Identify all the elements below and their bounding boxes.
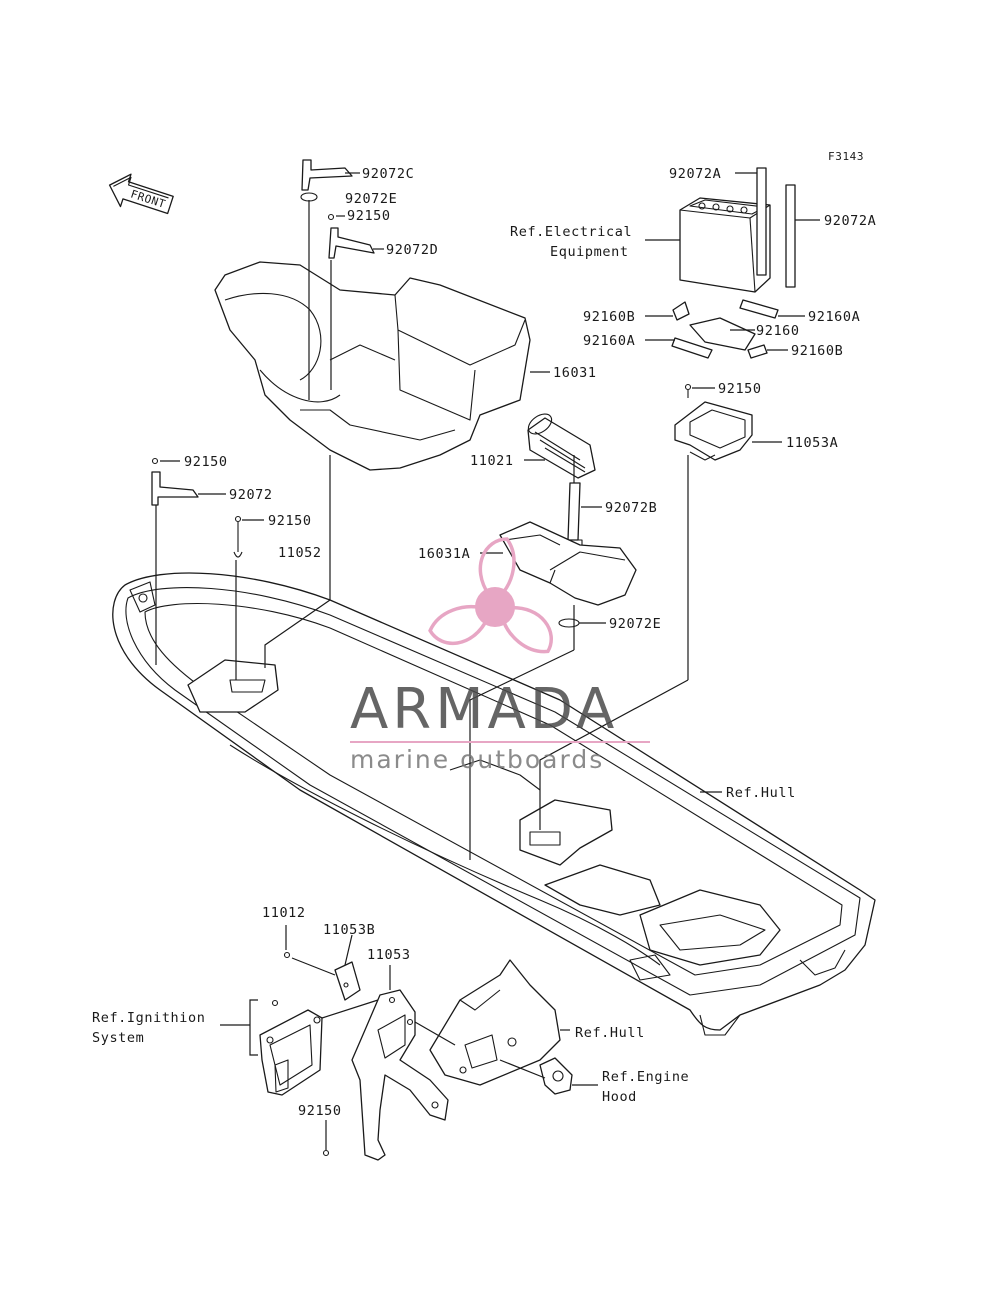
ignition-box xyxy=(259,999,323,1096)
label-92150-left: 92150 xyxy=(184,454,228,470)
bracket-11053B xyxy=(283,951,361,1001)
label-ref-ignition: Ref.Ignithion xyxy=(92,1010,205,1026)
battery xyxy=(679,197,771,293)
watermark-brand: ARMADA xyxy=(350,677,618,742)
label-11012: 11012 xyxy=(262,905,306,921)
hood-latch xyxy=(539,1057,573,1095)
label-11053: 11053 xyxy=(367,947,411,963)
label-ref-electrical: Ref.Electrical xyxy=(510,224,632,240)
label-hood: Hood xyxy=(602,1089,637,1105)
label-92072E-top: 92072E xyxy=(345,191,397,207)
propeller-logo-icon xyxy=(428,537,553,654)
label-92072D: 92072D xyxy=(386,242,438,258)
label-11052: 11052 xyxy=(278,545,322,561)
battery-tray-11053A xyxy=(674,401,753,461)
label-ref-hull-1: Ref.Hull xyxy=(726,785,796,801)
watermark: ARMADA marine outboards xyxy=(350,537,650,774)
battery-pads xyxy=(671,299,779,359)
engine-cover-16031 xyxy=(214,261,531,471)
label-92160A-1: 92160A xyxy=(583,333,635,349)
label-92150-top: 92150 xyxy=(347,208,391,224)
label-92160A-2: 92160A xyxy=(808,309,860,325)
label-92150-mid: 92150 xyxy=(268,513,312,529)
strap-92072B xyxy=(565,482,583,549)
figure-code: F3143 xyxy=(828,150,864,163)
front-arrow-icon: FRONT xyxy=(108,173,174,215)
cover-16031A xyxy=(499,521,637,628)
label-92160B-2: 92160B xyxy=(791,343,843,359)
strap-92072 xyxy=(151,457,199,506)
label-92160B-1: 92160B xyxy=(583,309,635,325)
bolt-92150-right xyxy=(684,383,692,398)
label-92150-right: 92150 xyxy=(718,381,762,397)
label-92072B: 92072B xyxy=(605,500,657,516)
label-ref-hull-2: Ref.Hull xyxy=(575,1025,645,1041)
strap-92072D xyxy=(327,213,375,259)
label-92072C: 92072C xyxy=(362,166,414,182)
label-16031A: 16031A xyxy=(418,546,470,562)
label-92072A-1: 92072A xyxy=(669,166,721,182)
label-92072E-mid: 92072E xyxy=(609,616,661,632)
leader-lines xyxy=(155,172,820,1150)
label-11053B: 11053B xyxy=(323,922,375,938)
watermark-tagline: marine outboards xyxy=(350,745,604,774)
bracket-11053 xyxy=(322,989,449,1161)
part-labels: 92072C 92072E 92150 92072D 16031 92150 9… xyxy=(92,166,876,1119)
label-92072A-2: 92072A xyxy=(824,213,876,229)
hull-section xyxy=(429,959,561,1086)
label-92072: 92072 xyxy=(229,487,273,503)
label-equipment: Equipment xyxy=(550,244,629,260)
bolt-92150-mid xyxy=(233,515,243,558)
battery-straps xyxy=(756,167,796,288)
label-16031: 16031 xyxy=(553,365,597,381)
label-11053A: 11053A xyxy=(786,435,838,451)
label-92150-bottom: 92150 xyxy=(298,1103,342,1119)
label-system: System xyxy=(92,1030,144,1046)
filter-11021 xyxy=(527,413,596,479)
hull-drawing xyxy=(112,572,876,1036)
label-11021: 11021 xyxy=(470,453,514,469)
label-ref-engine: Ref.Engine xyxy=(602,1069,689,1085)
label-92160: 92160 xyxy=(756,323,800,339)
